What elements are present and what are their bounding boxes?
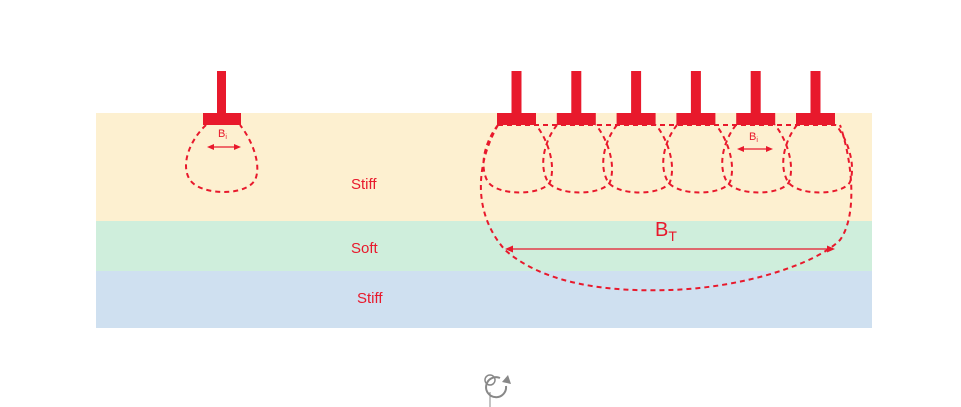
single-width-label-main: B <box>218 128 225 140</box>
group-total-width-label-sub: T <box>668 228 677 244</box>
group-stress-bulb-5 <box>721 124 793 194</box>
single-width-arrow-right <box>234 144 241 150</box>
group-individual-width-label-sub: i <box>756 137 758 144</box>
group-footing-base-4 <box>676 113 716 125</box>
group-footing-base-2 <box>556 113 596 125</box>
group-total-arrow-left <box>505 245 513 253</box>
soft-layer <box>96 221 872 271</box>
group-footing-base-1 <box>497 113 536 125</box>
single-footing-base <box>203 113 241 125</box>
group-individual-arrow-right <box>766 146 773 152</box>
group-individual-width-label-main: B <box>749 131 756 143</box>
group-individual-width-label: Bi <box>749 131 758 144</box>
single-width-arrow-left <box>207 144 214 150</box>
single-footing-column <box>217 71 226 115</box>
group-stress-bulb-3 <box>602 124 674 194</box>
single-width-label: Bi <box>218 128 227 141</box>
group-footing-base-3 <box>616 113 656 125</box>
footing-group: Bi BT <box>479 71 854 292</box>
group-footing-column-3 <box>631 71 642 115</box>
soft-label: Soft <box>351 240 379 257</box>
group-stress-bulb-2 <box>542 124 614 194</box>
group-footing-column-4 <box>690 71 701 115</box>
stiff-lower-label: Stiff <box>357 290 383 307</box>
group-total-arrow-right <box>827 245 835 253</box>
group-total-width-label-main: B <box>655 219 668 241</box>
group-stress-bulb-1 <box>482 124 554 194</box>
group-individual-arrow-left <box>737 146 744 152</box>
group-footing-column-2 <box>571 71 582 115</box>
single-footing: Bi <box>185 71 259 193</box>
stiff-upper-label: Stiff <box>351 176 377 193</box>
group-large-stress-bulb <box>479 124 853 292</box>
group-total-width-label: BT <box>655 219 677 244</box>
group-footing-column-5 <box>750 71 761 115</box>
group-footing-column-1 <box>511 71 522 115</box>
group-footing-base-6 <box>796 113 835 125</box>
single-width-label-sub: i <box>225 134 227 141</box>
group-footings <box>497 71 835 125</box>
group-footing-base-5 <box>736 113 776 125</box>
group-stress-bulb-6 <box>782 124 854 194</box>
stiff-lower-layer <box>96 271 872 328</box>
group-stress-bulb-4 <box>662 124 734 194</box>
single-stress-bulb <box>185 124 259 193</box>
rotate-cursor-icon[interactable] <box>484 374 511 407</box>
group-footing-column-6 <box>810 71 821 115</box>
